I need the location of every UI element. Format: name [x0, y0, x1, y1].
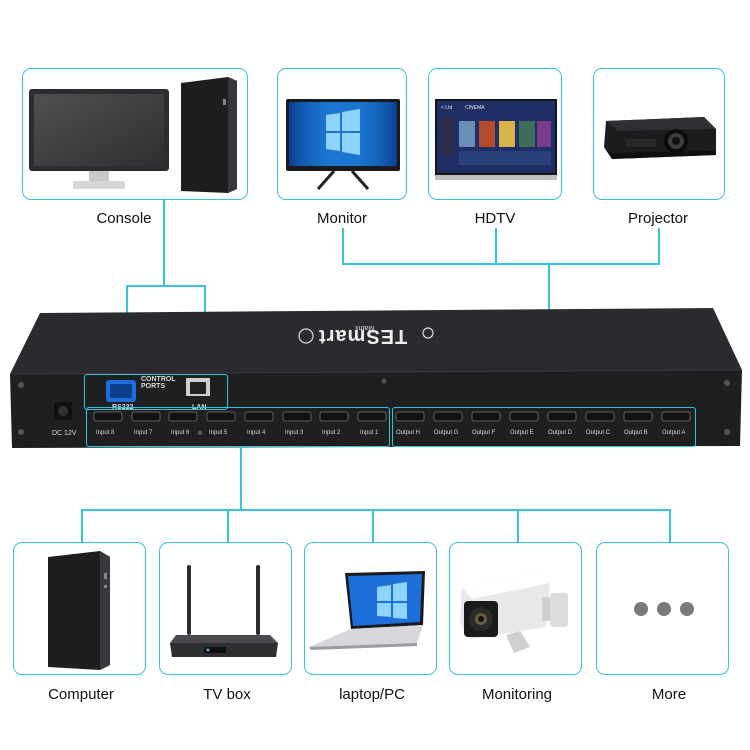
matrix-brand-sub: Matrix [355, 324, 375, 331]
hdtv-icon: < Ltd CINEMA [435, 99, 557, 180]
computer-wire [81, 509, 83, 543]
output-port-label: Output E [510, 430, 534, 436]
display-bus-horizontal [342, 263, 660, 265]
tvbox-wire [227, 509, 229, 543]
outputs-box [392, 407, 696, 447]
device-label-monitoring: Monitoring [481, 686, 553, 703]
source-bus-horizontal [81, 509, 671, 511]
device-label-projector: Projector [627, 210, 689, 227]
dc-label: DC 12V [52, 430, 77, 437]
computer-tower-icon [48, 551, 110, 670]
input-port-label: Input 7 [134, 430, 153, 436]
console-card [22, 68, 248, 200]
device-label-tvbox: TV box [203, 686, 251, 703]
input-wire-vertical [240, 447, 242, 510]
projector-wire [658, 228, 660, 264]
input-port-label: Input 4 [247, 430, 266, 436]
output-port-label: Output C [586, 430, 611, 436]
input-port-label: Input 3 [285, 430, 304, 436]
hdtv-card: < Ltd CINEMA [428, 68, 562, 200]
inputs-box [86, 407, 390, 447]
monitor-card [277, 68, 407, 200]
projector-icon [604, 117, 716, 159]
hdtv-wire [495, 228, 497, 264]
computer-card [13, 542, 146, 675]
control-bus-horizontal [126, 285, 206, 287]
more-wire [669, 509, 671, 543]
device-label-hdtv: HDTV [474, 210, 516, 227]
output-port-label: Output G [434, 430, 459, 436]
monitoring-card [449, 542, 582, 675]
laptop-icon [309, 571, 425, 650]
monitoring-wire [517, 509, 519, 543]
security-camera-icon [460, 571, 568, 653]
monitor-wire [342, 228, 344, 264]
output-port-label: Output D [548, 430, 573, 436]
console-icon [29, 77, 237, 193]
control-ports-box [84, 374, 228, 410]
output-port-label: Output F [472, 430, 496, 436]
device-label-computer: Computer [48, 686, 114, 703]
device-label-more: More [651, 686, 687, 703]
more-dots-icon [634, 602, 694, 616]
more-card [596, 542, 729, 675]
tvbox-card [159, 542, 292, 675]
hdtv-screen-header: < Ltd [441, 105, 452, 111]
input-port-label: Input 5 [209, 430, 228, 436]
device-label-laptop: laptop/PC [339, 686, 405, 703]
laptop-card [304, 542, 437, 675]
device-label-monitor: Monitor [316, 210, 368, 227]
input-port-label: Input 1 [360, 430, 379, 436]
projector-card [593, 68, 725, 200]
device-label-console: Console [96, 210, 152, 227]
input-port-label: Input 6 [171, 430, 190, 436]
hdtv-screen-brand: CINEMA [465, 105, 485, 111]
laptop-wire [372, 509, 374, 543]
output-port-label: Output B [624, 430, 648, 436]
output-port-label: Output H [396, 430, 421, 436]
control-ports-label: CONTROL PORTS [141, 376, 176, 390]
input-port-label: Input 8 [96, 430, 115, 436]
tv-box-icon [170, 565, 278, 657]
console-wire-vertical [163, 200, 165, 286]
input-port-label: Input 2 [322, 430, 341, 436]
monitor-icon [286, 99, 400, 190]
output-port-label: Output A [662, 430, 686, 436]
